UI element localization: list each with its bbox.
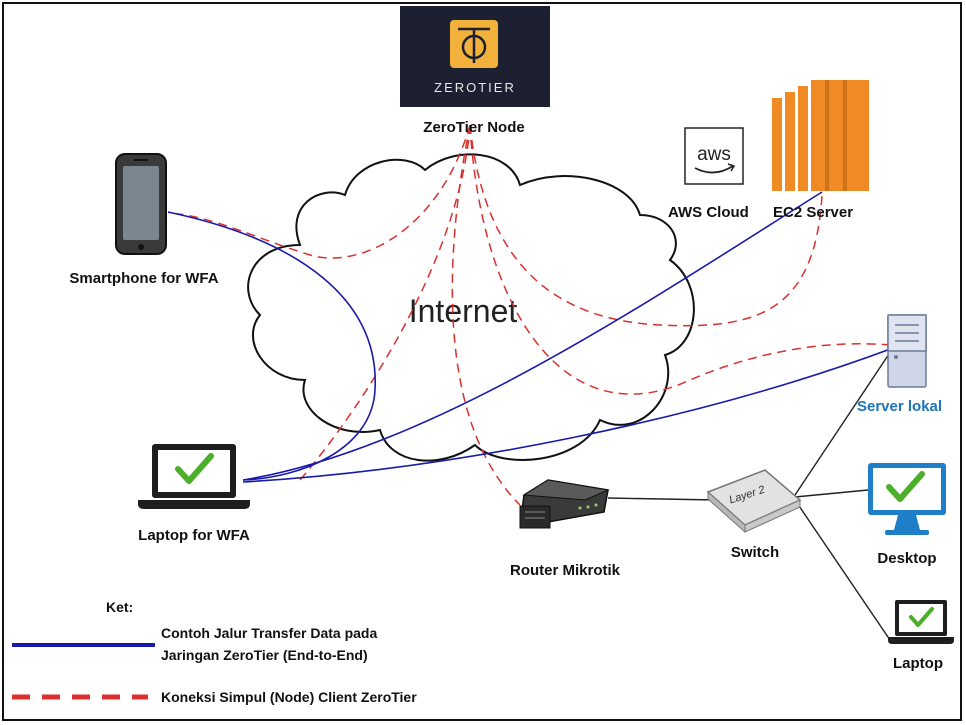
desktop-label: Desktop bbox=[877, 550, 936, 567]
lan-links bbox=[607, 347, 894, 641]
path-laptop-server bbox=[242, 347, 894, 483]
path-laptop-ec2 bbox=[242, 191, 823, 481]
legend-dashed-line-text: Koneksi Simpul (Node) Client ZeroTier bbox=[161, 689, 417, 705]
laptop-wfa-icon bbox=[138, 444, 250, 509]
legend: Ket: Contoh Jalur Transfer Data pada Jar… bbox=[12, 599, 417, 705]
ec2-server-label: EC2 Server bbox=[773, 204, 853, 221]
switch-icon: Layer 2 bbox=[706, 469, 802, 534]
zt-link-ec2 bbox=[469, 124, 823, 327]
data-paths bbox=[167, 191, 894, 483]
path-smartphone-laptop bbox=[167, 211, 376, 481]
link-switch-laptop bbox=[794, 499, 891, 641]
laptop-wfa-label: Laptop for WFA bbox=[138, 527, 250, 544]
laptop-label: Laptop bbox=[893, 655, 943, 672]
zerotier-logo: ZEROTIER bbox=[400, 6, 550, 107]
aws-logo-text: aws bbox=[697, 144, 731, 165]
legend-title: Ket: bbox=[106, 599, 133, 615]
smartphone-label: Smartphone for WFA bbox=[69, 270, 218, 287]
smartphone-icon bbox=[115, 153, 167, 255]
legend-solid-line-text-1: Contoh Jalur Transfer Data pada bbox=[161, 625, 377, 641]
router-mikrotik-icon bbox=[519, 479, 610, 529]
link-switch-desktop bbox=[794, 489, 869, 498]
switch-label: Switch bbox=[731, 544, 779, 561]
zerotier-links bbox=[167, 124, 891, 506]
zt-link-laptop-wfa bbox=[299, 124, 471, 481]
server-lokal-label: Server lokal bbox=[857, 398, 942, 415]
desktop-icon bbox=[868, 463, 946, 535]
aws-cloud-label: AWS Cloud bbox=[668, 204, 749, 221]
zt-link-router bbox=[451, 124, 521, 506]
internet-label: Internet bbox=[409, 293, 518, 329]
link-switch-server bbox=[794, 347, 894, 496]
legend-solid-line-text-2: Jaringan ZeroTier (End-to-End) bbox=[161, 647, 368, 663]
internet-cloud bbox=[247, 153, 695, 462]
zerotier-node-label: ZeroTier Node bbox=[423, 119, 524, 136]
zt-link-smartphone bbox=[167, 124, 471, 259]
aws-logo: aws bbox=[684, 127, 744, 185]
ec2-server-icon bbox=[772, 80, 869, 191]
server-lokal-icon bbox=[887, 314, 927, 388]
laptop-icon bbox=[888, 600, 954, 644]
zerotier-logo-text: ZEROTIER bbox=[434, 80, 516, 95]
link-router-switch bbox=[607, 497, 717, 501]
router-mikrotik-label: Router Mikrotik bbox=[510, 562, 621, 579]
